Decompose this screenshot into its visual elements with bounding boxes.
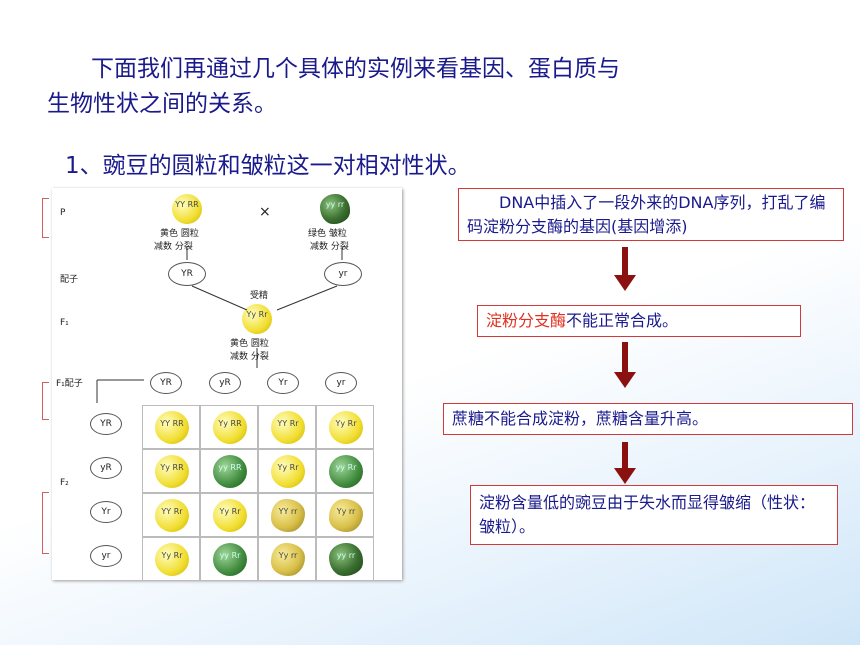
f1-gamete-side-1: yR: [90, 457, 122, 479]
flow-arrow-1: [614, 247, 636, 291]
f1-gamete-side-2: Yr: [90, 501, 122, 523]
parent2-genotype: yy rr: [325, 200, 345, 209]
f1-label: F₁: [60, 318, 69, 328]
flow-step-2-rest: 不能正常合成。: [566, 311, 679, 330]
f1-desc: 黄色 圆粒: [230, 339, 269, 349]
heading: 下面我们再通过几个具体的实例来看基因、蛋白质与 生物性状之间的关系。: [47, 52, 767, 122]
cross-sign: ×: [259, 204, 271, 220]
punnett-diagram: P YY RR × yy rr 黄色 圆粒 绿色 皱粒 减数 分裂 减数 分裂 …: [52, 188, 402, 581]
punnett-cell: YY Rr: [142, 493, 200, 537]
f1-gamete-top-2: Yr: [267, 372, 299, 394]
punnett-cell: Yy rr: [258, 537, 316, 581]
pea-icon: yy Rr: [329, 455, 363, 488]
flow-step-2: 淀粉分支酶不能正常合成。: [477, 305, 801, 337]
punnett-cell: Yy Rr: [200, 493, 258, 537]
flow-step-4: 淀粉含量低的豌豆由于失水而显得皱缩（性状：皱粒）。: [470, 485, 838, 545]
flow-step-1: DNA中插入了一段外来的DNA序列，打乱了编码淀粉分支酶的基因(基因增添): [458, 188, 844, 241]
punnett-cell: yy Rr: [316, 449, 374, 493]
pea-icon: Yy RR: [213, 411, 247, 444]
gamete-label: 配子: [60, 275, 79, 285]
pea-icon: YY Rr: [271, 411, 305, 444]
gamete-bracket: [42, 382, 49, 420]
punnett-cell: YY Rr: [258, 405, 316, 449]
punnett-cell: Yy Rr: [142, 537, 200, 581]
pea-icon: Yy Rr: [155, 543, 189, 576]
parent1-genotype: YY RR: [175, 200, 199, 209]
parent2-pea: yy rr: [320, 194, 350, 224]
p-label: P: [60, 208, 66, 218]
pea-icon: Yy Rr: [213, 499, 247, 532]
f1-gamete-top-1: yR: [209, 372, 241, 394]
pea-icon: yy RR: [213, 455, 247, 488]
f1-gamete-top-0: YR: [150, 372, 182, 394]
punnett-cell: yy RR: [200, 449, 258, 493]
punnett-cell: Yy Rr: [258, 449, 316, 493]
pea-icon: yy Rr: [213, 543, 247, 576]
punnett-cell: YY rr: [258, 493, 316, 537]
f1-pea: Yy Rr: [242, 304, 272, 334]
pea-icon: yy rr: [329, 543, 363, 576]
punnett-cell: Yy RR: [200, 405, 258, 449]
f2-bracket: [42, 492, 49, 554]
punnett-cell: yy Rr: [200, 537, 258, 581]
f2-label: F₂: [60, 478, 69, 488]
f1-gamete-label: F₁配子: [56, 379, 83, 389]
gamete-yr-upper: YR: [168, 262, 206, 286]
diagram-lines: [96, 248, 343, 403]
parent2-desc: 绿色 皱粒: [308, 229, 347, 239]
parent1-pea: YY RR: [172, 194, 202, 224]
punnett-cell: Yy rr: [316, 493, 374, 537]
pea-icon: YY rr: [271, 499, 305, 532]
punnett-cell: Yy RR: [142, 449, 200, 493]
heading-line2: 生物性状之间的关系。: [47, 91, 277, 117]
f1-gamete-side-0: YR: [90, 413, 122, 435]
subheading: 1、豌豆的圆粒和皱粒这一对相对性状。: [65, 153, 471, 179]
f1-meiosis: 减数 分裂: [230, 352, 269, 362]
flow-arrow-3: [614, 442, 636, 484]
pea-icon: Yy rr: [329, 499, 363, 532]
p-bracket: [42, 198, 49, 238]
flow-step-2-highlight: 淀粉分支酶: [486, 311, 567, 330]
punnett-cell: yy rr: [316, 537, 374, 581]
meiosis-label-2: 减数 分裂: [310, 242, 349, 252]
meiosis-label-1: 减数 分裂: [154, 242, 193, 252]
f1-gamete-side-3: yr: [90, 545, 122, 567]
gamete-yr-lower: yr: [324, 262, 362, 286]
f1-gamete-top-3: yr: [325, 372, 357, 394]
punnett-cell: Yy Rr: [316, 405, 374, 449]
pea-icon: Yy rr: [271, 543, 305, 576]
punnett-cell: YY RR: [142, 405, 200, 449]
pea-icon: Yy Rr: [329, 411, 363, 444]
pea-icon: YY RR: [155, 411, 189, 444]
f1-genotype: Yy Rr: [246, 310, 268, 319]
fertilization-label: 受精: [250, 291, 269, 301]
heading-line1: 下面我们再通过几个具体的实例来看基因、蛋白质与: [91, 56, 620, 82]
pea-icon: Yy RR: [155, 455, 189, 488]
flow-arrow-2: [614, 342, 636, 388]
pea-icon: Yy Rr: [271, 455, 305, 488]
flow-step-3: 蔗糖不能合成淀粉，蔗糖含量升高。: [443, 403, 853, 435]
parent1-desc: 黄色 圆粒: [160, 229, 199, 239]
pea-icon: YY Rr: [155, 499, 189, 532]
